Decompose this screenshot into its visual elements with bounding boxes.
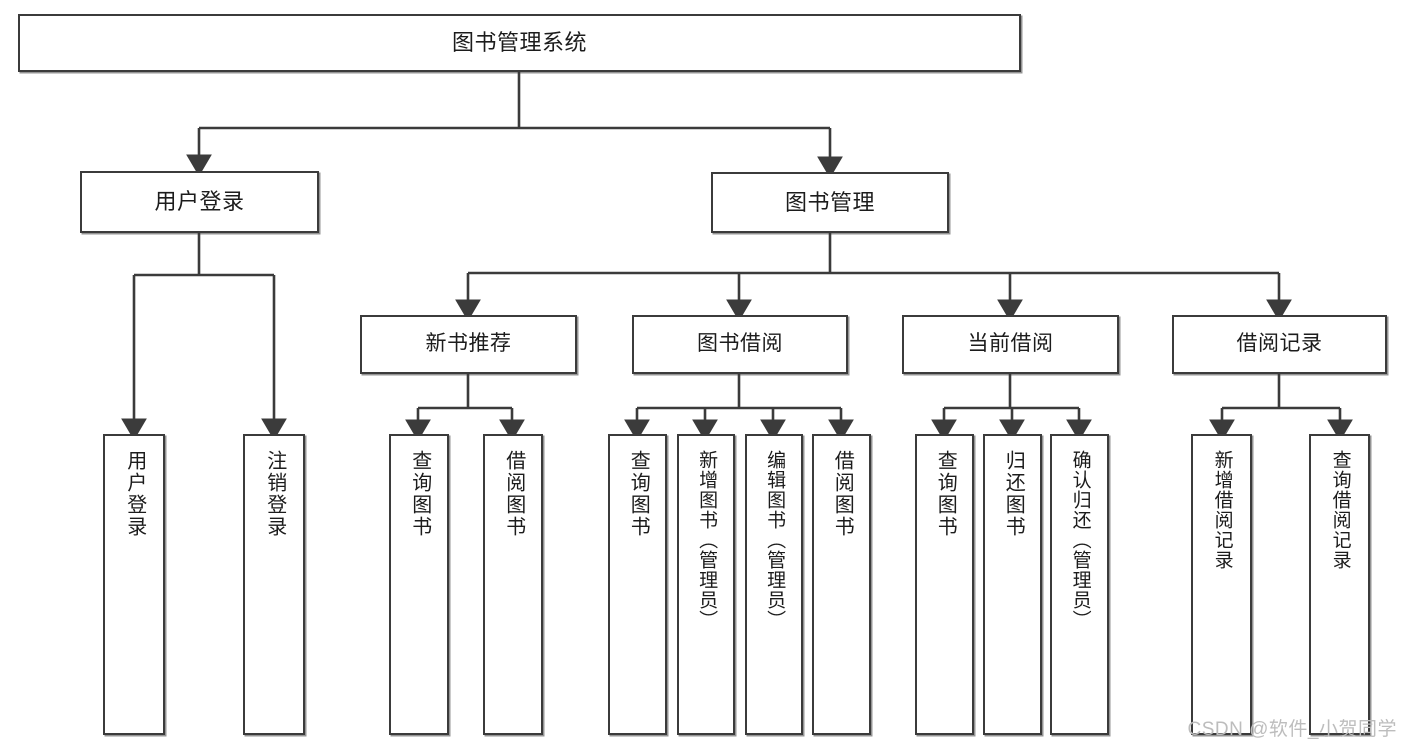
node-leaf-confirm-return-label: 确认归还（管理员） [1069,450,1091,630]
node-current-borrow-label: 当前借阅 [967,332,1054,356]
node-leaf-query-record[interactable]: 查询借阅记录 [1309,434,1370,735]
node-leaf-add-book-label: 新增图书（管理员） [696,450,718,630]
node-user-login-label: 用户登录 [154,189,245,215]
node-leaf-borrow-book-1[interactable]: 借阅图书 [483,434,543,735]
node-new-book-recommend[interactable]: 新书推荐 [360,315,577,374]
node-leaf-user-login-label: 用户登录 [123,450,146,538]
node-book-management-label: 图书管理 [784,189,875,215]
node-leaf-query-book-1[interactable]: 查询图书 [389,434,449,735]
node-leaf-borrow-book-2[interactable]: 借阅图书 [812,434,871,735]
node-leaf-return-book[interactable]: 归还图书 [983,434,1042,735]
node-leaf-user-logout-label: 注销登录 [263,450,286,538]
node-leaf-confirm-return[interactable]: 确认归还（管理员） [1050,434,1109,735]
node-leaf-query-book-1-label: 查询图书 [408,450,431,538]
node-leaf-return-book-label: 归还图书 [1002,450,1025,538]
node-leaf-add-record-label: 新增借阅记录 [1211,450,1233,570]
node-leaf-user-login[interactable]: 用户登录 [103,434,165,735]
node-leaf-query-book-3[interactable]: 查询图书 [915,434,974,735]
node-current-borrow[interactable]: 当前借阅 [902,315,1119,374]
node-leaf-add-record[interactable]: 新增借阅记录 [1191,434,1252,735]
node-leaf-user-logout[interactable]: 注销登录 [243,434,305,735]
node-leaf-edit-book-label: 编辑图书（管理员） [764,450,786,630]
node-leaf-add-book[interactable]: 新增图书（管理员） [677,434,735,735]
node-new-book-recommend-label: 新书推荐 [425,332,512,356]
node-borrow-record-label: 借阅记录 [1236,332,1323,356]
node-leaf-query-book-2[interactable]: 查询图书 [608,434,667,735]
node-leaf-borrow-book-2-label: 借阅图书 [831,450,854,538]
node-user-login[interactable]: 用户登录 [80,171,319,233]
node-leaf-borrow-book-1-label: 借阅图书 [502,450,525,538]
node-root[interactable]: 图书管理系统 [18,14,1021,72]
node-book-management[interactable]: 图书管理 [711,172,949,233]
watermark-text: CSDN @软件_小贺同学 [1187,719,1397,740]
node-leaf-query-book-2-label: 查询图书 [627,450,650,538]
node-leaf-edit-book[interactable]: 编辑图书（管理员） [745,434,803,735]
node-borrow-record[interactable]: 借阅记录 [1172,315,1387,374]
node-leaf-query-record-label: 查询借阅记录 [1329,450,1351,570]
node-root-label: 图书管理系统 [451,30,587,56]
node-leaf-query-book-3-label: 查询图书 [934,450,957,538]
node-book-borrow[interactable]: 图书借阅 [632,315,848,374]
node-book-borrow-label: 图书借阅 [697,332,783,356]
